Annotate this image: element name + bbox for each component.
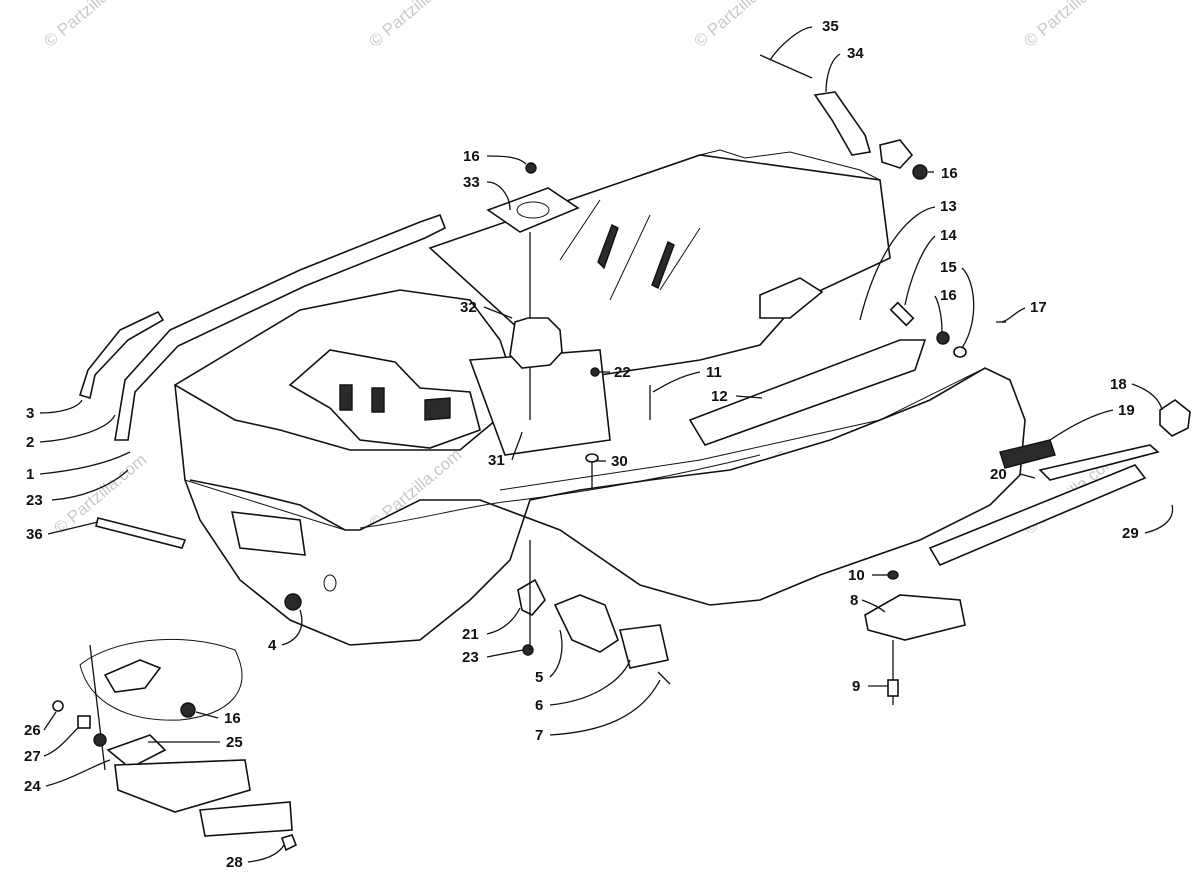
- callout-15: 15: [940, 259, 957, 276]
- callout-35: 35: [822, 18, 839, 35]
- callout-3: 3: [26, 405, 34, 422]
- callout-6: 6: [535, 697, 543, 714]
- callout-30: 30: [611, 453, 628, 470]
- leader-lines: [39, 26, 1174, 863]
- callout-16: 16: [224, 710, 241, 727]
- callout-17: 17: [1030, 299, 1047, 316]
- callout-8: 8: [850, 592, 858, 609]
- callout-9: 9: [852, 678, 860, 695]
- callout-labels: 35 34 16 16 33 13 14 15 16 17 32 22 11 1…: [24, 18, 1139, 871]
- callout-14: 14: [940, 227, 957, 244]
- callout-34: 34: [847, 45, 864, 62]
- callout-16: 16: [941, 165, 958, 182]
- callout-24: 24: [24, 778, 41, 795]
- callout-1: 1: [26, 466, 34, 483]
- watermark: © Partzilla.com: [40, 0, 140, 51]
- callout-4: 4: [268, 637, 277, 654]
- callout-20: 20: [990, 466, 1007, 483]
- callout-29: 29: [1122, 525, 1139, 542]
- callout-18: 18: [1110, 376, 1127, 393]
- watermark: © Partzilla.com: [690, 0, 790, 51]
- callout-7: 7: [535, 727, 543, 744]
- callout-21: 21: [462, 626, 479, 643]
- callout-11: 11: [706, 364, 722, 381]
- callout-32: 32: [460, 299, 477, 316]
- callout-13: 13: [940, 198, 957, 215]
- callout-19: 19: [1118, 402, 1135, 419]
- callout-23: 23: [26, 492, 43, 509]
- callout-16: 16: [940, 287, 957, 304]
- callout-28: 28: [226, 854, 243, 871]
- callout-25: 25: [226, 734, 243, 751]
- callout-36: 36: [26, 526, 43, 543]
- watermark: © Partzilla.com: [365, 0, 465, 51]
- callout-23: 23: [462, 649, 479, 666]
- callout-33: 33: [463, 174, 480, 191]
- callout-5: 5: [535, 669, 543, 686]
- callout-31: 31: [488, 452, 505, 469]
- callout-2: 2: [26, 434, 34, 451]
- callout-16: 16: [463, 148, 480, 165]
- callout-12: 12: [711, 388, 728, 405]
- callout-27: 27: [24, 748, 41, 765]
- watermark: © Partzilla.com: [1020, 0, 1120, 51]
- callout-22: 22: [614, 364, 631, 381]
- callout-26: 26: [24, 722, 41, 739]
- chassis-drawing: [52, 54, 1191, 852]
- callout-10: 10: [848, 567, 865, 584]
